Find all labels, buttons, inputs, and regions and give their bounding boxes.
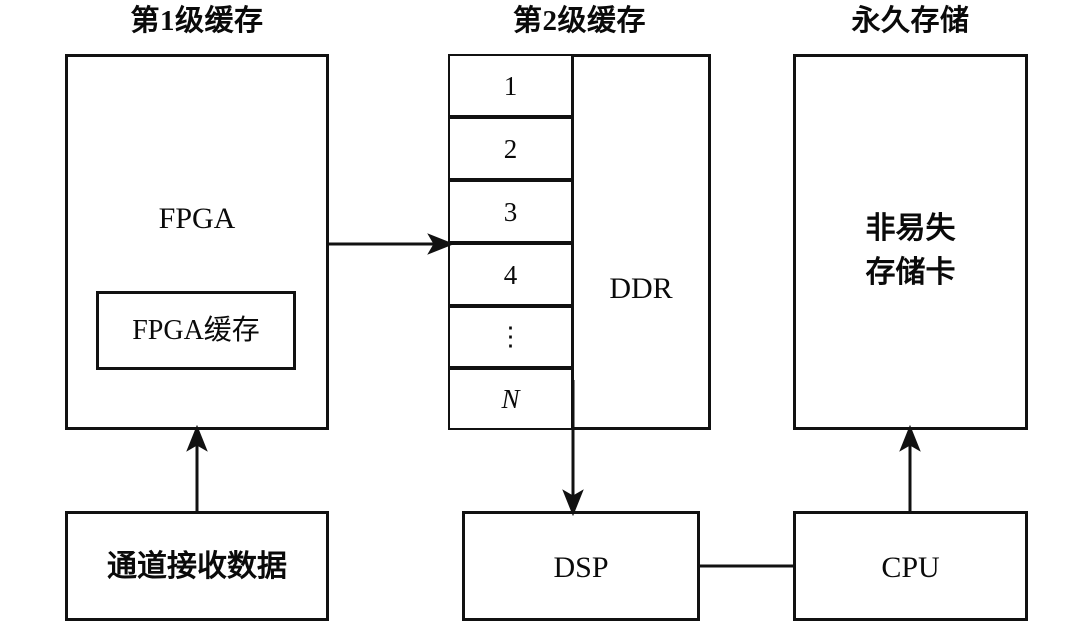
memory-cell-1[interactable]: 1 <box>448 54 573 117</box>
nonvolatile-card-label: 非易失 存储卡 <box>865 212 956 289</box>
fpga-label: FPGA <box>158 202 236 235</box>
channel-receive-box[interactable]: 通道接收数据 <box>65 511 329 621</box>
memory-cell-4-label: 4 <box>503 259 518 290</box>
column-title-permanent: 永久存储 <box>851 5 970 37</box>
memory-cell-3-label: 3 <box>503 196 518 227</box>
column-title-level1: 第1级缓存 <box>130 5 264 37</box>
memory-cell-2-label: 2 <box>503 133 518 164</box>
memory-cell-ellipsis[interactable]: ⋮ <box>448 306 573 368</box>
column-title-level2: 第2级缓存 <box>512 5 646 37</box>
fpga-cache-box[interactable]: FPGA缓存 <box>96 291 296 370</box>
vertical-ellipsis-icon: ⋮ <box>497 322 524 351</box>
memory-cell-4[interactable]: 4 <box>448 243 573 306</box>
nonvolatile-card-box[interactable]: 非易失 存储卡 <box>793 54 1028 430</box>
channel-receive-label: 通道接收数据 <box>107 550 287 583</box>
ddr-label: DDR <box>609 272 673 305</box>
memory-cell-n[interactable]: N <box>448 368 573 430</box>
fpga-cache-label: FPGA缓存 <box>132 315 260 346</box>
dsp-box[interactable]: DSP <box>462 511 700 621</box>
memory-cell-3[interactable]: 3 <box>448 180 573 243</box>
fpga-box[interactable]: FPGA <box>65 54 329 430</box>
cpu-box[interactable]: CPU <box>793 511 1028 621</box>
cpu-label: CPU <box>881 551 940 584</box>
memory-cell-2[interactable]: 2 <box>448 117 573 180</box>
ddr-box[interactable]: DDR <box>571 54 711 430</box>
memory-cell-n-label: N <box>501 384 520 414</box>
dsp-label: DSP <box>553 551 609 584</box>
memory-cell-1-label: 1 <box>503 70 518 101</box>
